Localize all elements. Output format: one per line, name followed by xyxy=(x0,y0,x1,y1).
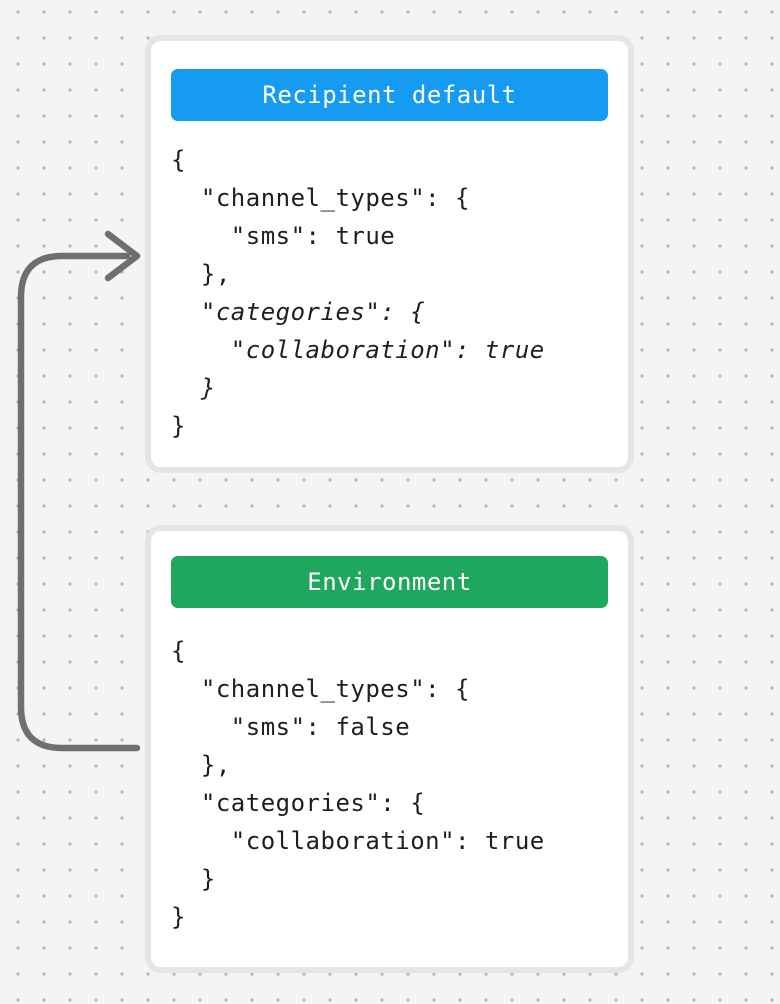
recipient-default-header-badge: Recipient default xyxy=(171,69,608,121)
code-line: }, xyxy=(171,751,231,779)
code-line-emphasized: "collaboration": true xyxy=(171,336,545,364)
code-line: "collaboration": true xyxy=(171,827,545,855)
recipient-default-json: { "channel_types": { "sms": true }, "cat… xyxy=(171,141,608,445)
loop-arrow-head xyxy=(104,230,141,282)
code-line: } xyxy=(171,865,216,893)
code-line: "sms": true xyxy=(171,222,396,250)
code-line: } xyxy=(171,412,186,440)
loop-arrow-line xyxy=(17,252,141,752)
code-line: "categories": { xyxy=(171,789,426,817)
code-line: } xyxy=(171,903,186,931)
code-line-emphasized: } xyxy=(171,374,216,402)
environment-header-badge: Environment xyxy=(171,556,608,608)
recipient-default-card: Recipient default { "channel_types": { "… xyxy=(145,35,634,473)
code-line: "sms": false xyxy=(171,713,411,741)
code-line: "channel_types": { xyxy=(171,675,470,703)
code-line: "channel_types": { xyxy=(171,184,470,212)
environment-card: Environment { "channel_types": { "sms": … xyxy=(145,525,634,973)
environment-json: { "channel_types": { "sms": false }, "ca… xyxy=(171,632,608,936)
code-line: { xyxy=(171,637,186,665)
code-line: }, xyxy=(171,260,231,288)
code-line: { xyxy=(171,146,186,174)
code-line-emphasized: "categories": { xyxy=(171,298,426,326)
